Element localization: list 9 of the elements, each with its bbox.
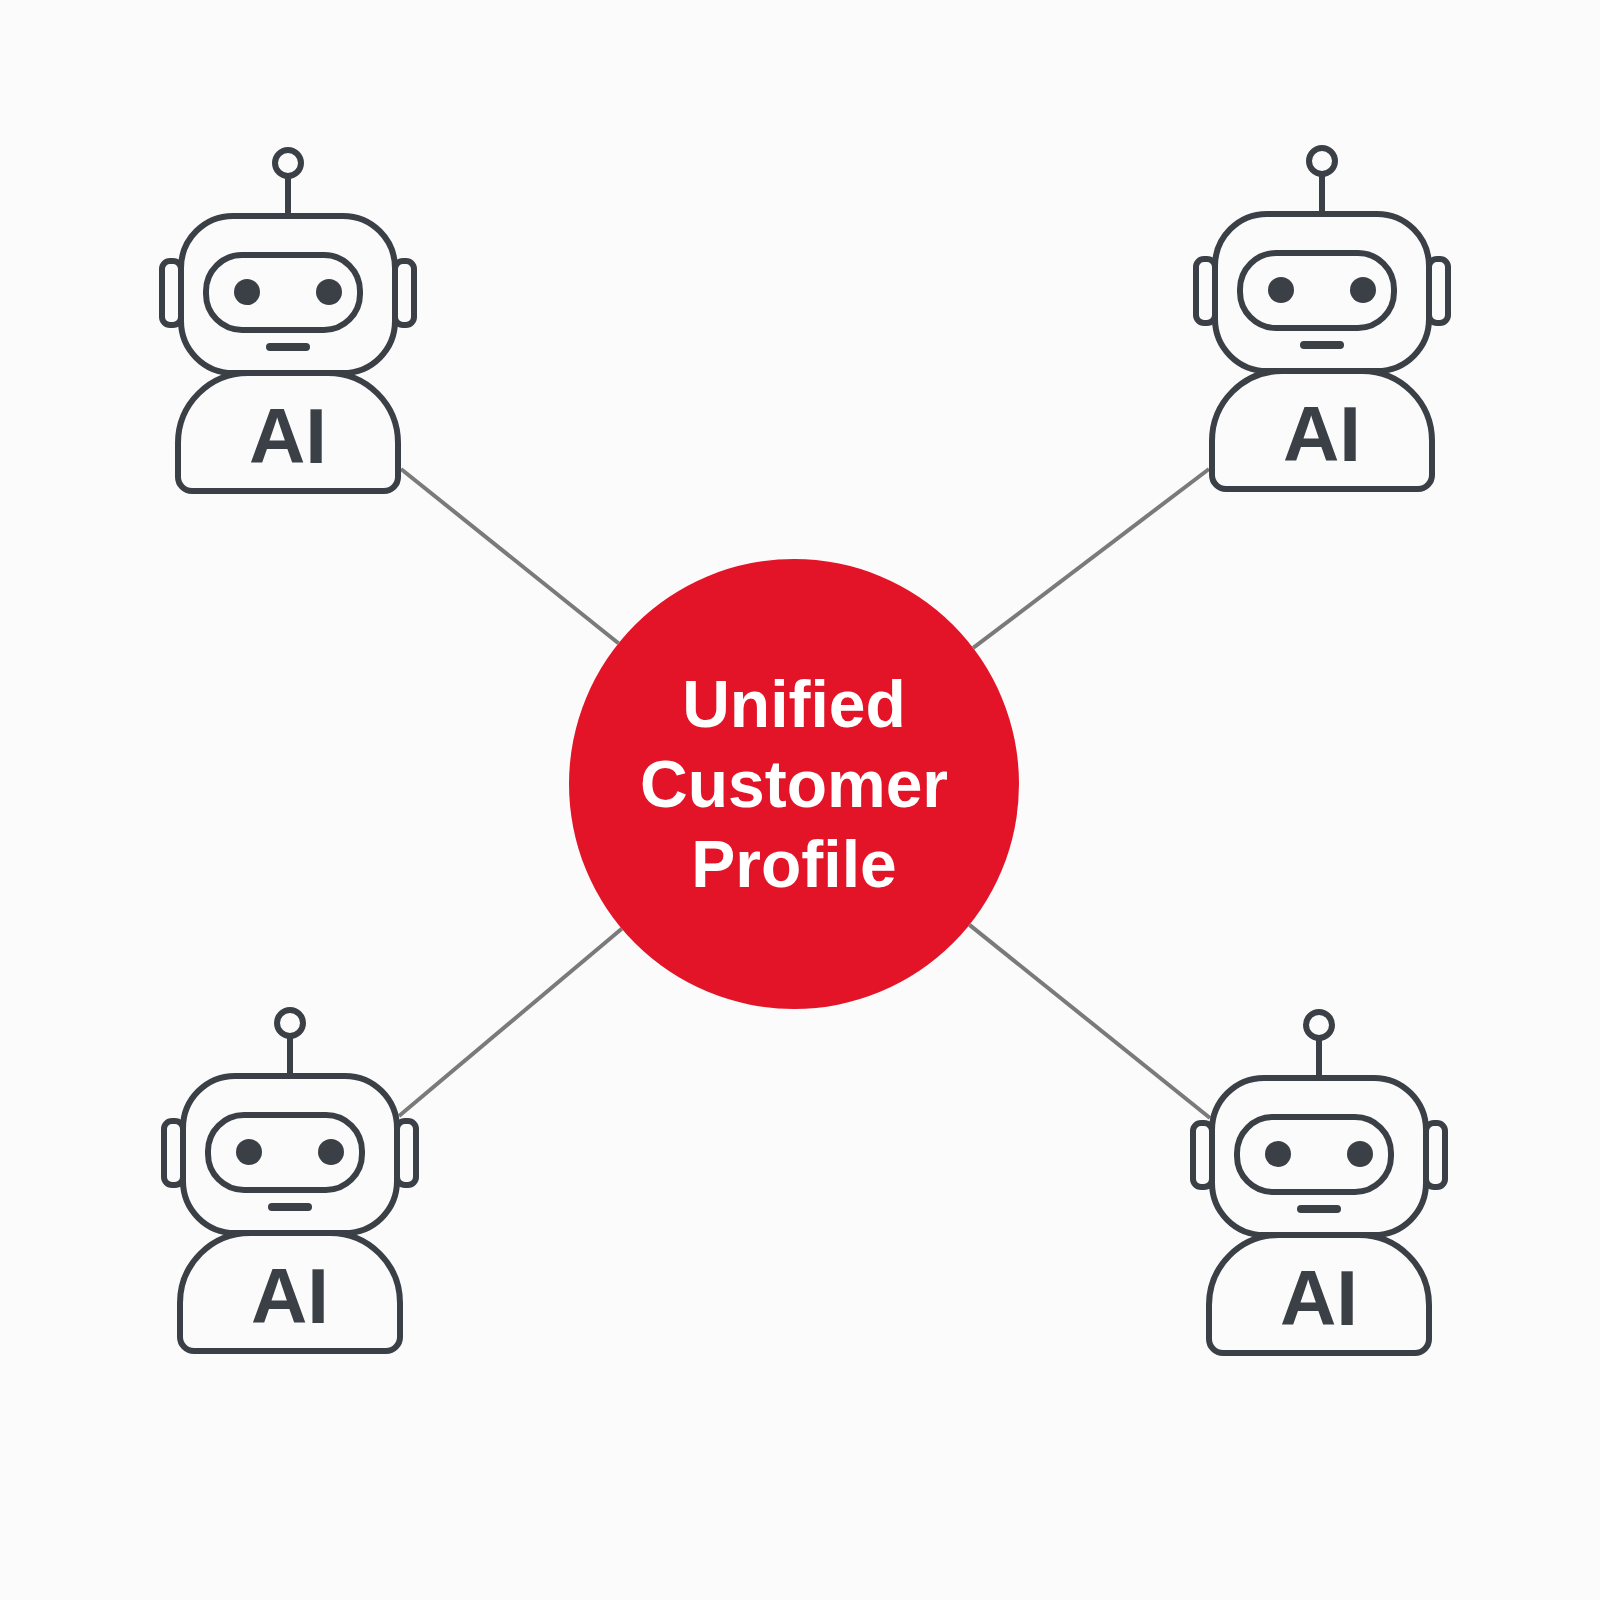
robot-label: AI [250, 1257, 330, 1335]
robot-label: AI [1282, 395, 1362, 473]
robot-label: AI [1279, 1259, 1359, 1337]
robot-label: AI [248, 397, 328, 475]
connector-line [397, 927, 624, 1118]
hub-label: Unified Customer Profile [638, 666, 950, 903]
connector-line [972, 467, 1211, 650]
connector-line [968, 923, 1212, 1120]
connector-line [399, 467, 620, 645]
